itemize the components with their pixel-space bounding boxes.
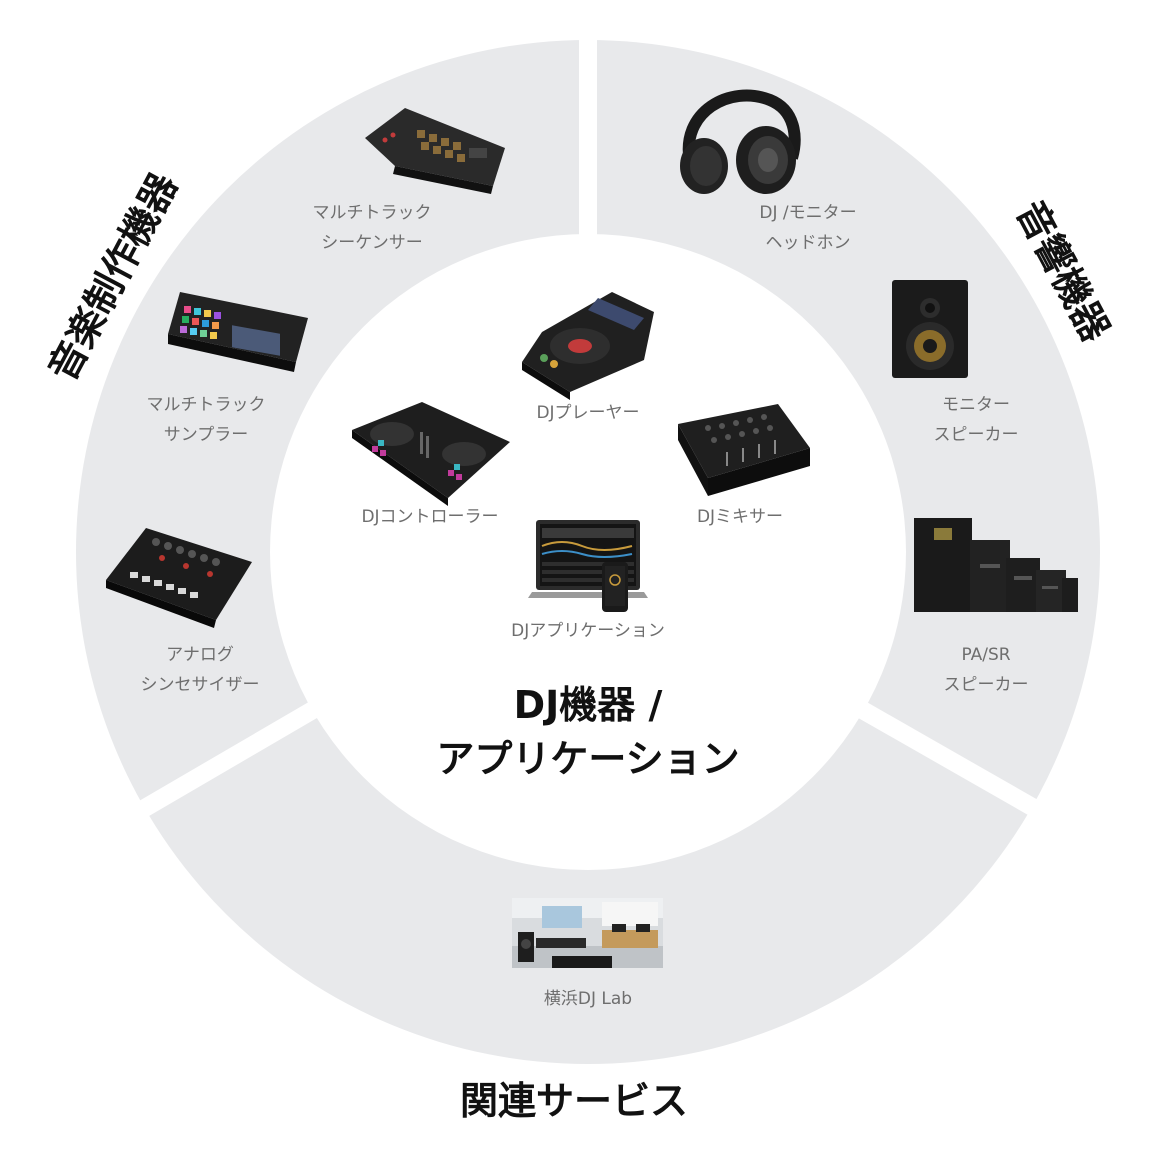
dj-app-laptop-icon — [528, 520, 648, 612]
gap-right — [840, 692, 1095, 848]
dj-mixer-label: DJミキサー — [696, 507, 784, 527]
dj-mixer-icon — [678, 404, 810, 496]
sequencer-icon — [365, 108, 505, 194]
center-title: DJ機器 / アプリケーション — [436, 678, 739, 786]
synthesizer-icon — [106, 528, 252, 628]
monitor-speaker-label: モニター スピーカー — [934, 390, 1019, 450]
cdj-player-icon — [522, 292, 654, 400]
monitor-speaker-label-line1: モニター — [942, 395, 1010, 415]
monitor-speaker-icon — [892, 280, 968, 378]
sampler-label-line1: マルチトラック — [146, 395, 266, 415]
dj-app-label: DJアプリケーション — [511, 621, 665, 641]
sequencer-label-line2: シーケンサー — [321, 233, 423, 253]
pa-speakers-icon — [914, 518, 1078, 612]
gap-left — [85, 692, 335, 848]
headphones-label: DJ /モニター ヘッドホン — [759, 198, 856, 258]
pa-speakers-label-line2: スピーカー — [943, 675, 1029, 695]
dj-lab-photo — [512, 898, 663, 968]
center-title-line1: DJ機器 / — [513, 683, 663, 727]
synthesizer-label: アナログ シンセサイザー — [141, 640, 260, 700]
dj-controller-icon — [352, 402, 510, 506]
center-title-line2: アプリケーション — [436, 737, 740, 781]
dj-player-label: DJプレーヤー — [536, 403, 640, 423]
synthesizer-label-line2: シンセサイザー — [140, 675, 260, 695]
sampler-label-line2: サンプラー — [163, 425, 249, 445]
sequencer-label-line1: マルチトラック — [312, 203, 432, 223]
dj-controller-label: DJコントローラー — [361, 507, 499, 527]
pa-speakers-label-line1: PA/SR — [961, 645, 1011, 665]
headphones-icon — [680, 89, 801, 194]
services-sector-title: 関連サービス — [460, 1079, 689, 1123]
sampler-label: マルチトラック サンプラー — [147, 390, 266, 450]
pa-speakers-label: PA/SR スピーカー — [944, 640, 1029, 700]
sequencer-label: マルチトラック シーケンサー — [313, 198, 432, 258]
synthesizer-label-line1: アナログ — [166, 645, 234, 665]
sampler-icon — [168, 292, 308, 372]
dj-lab-label: 横浜DJ Lab — [543, 989, 633, 1009]
headphones-label-line2: ヘッドホン — [765, 233, 851, 253]
headphones-label-line1: DJ /モニター — [759, 203, 857, 223]
monitor-speaker-label-line2: スピーカー — [933, 425, 1019, 445]
